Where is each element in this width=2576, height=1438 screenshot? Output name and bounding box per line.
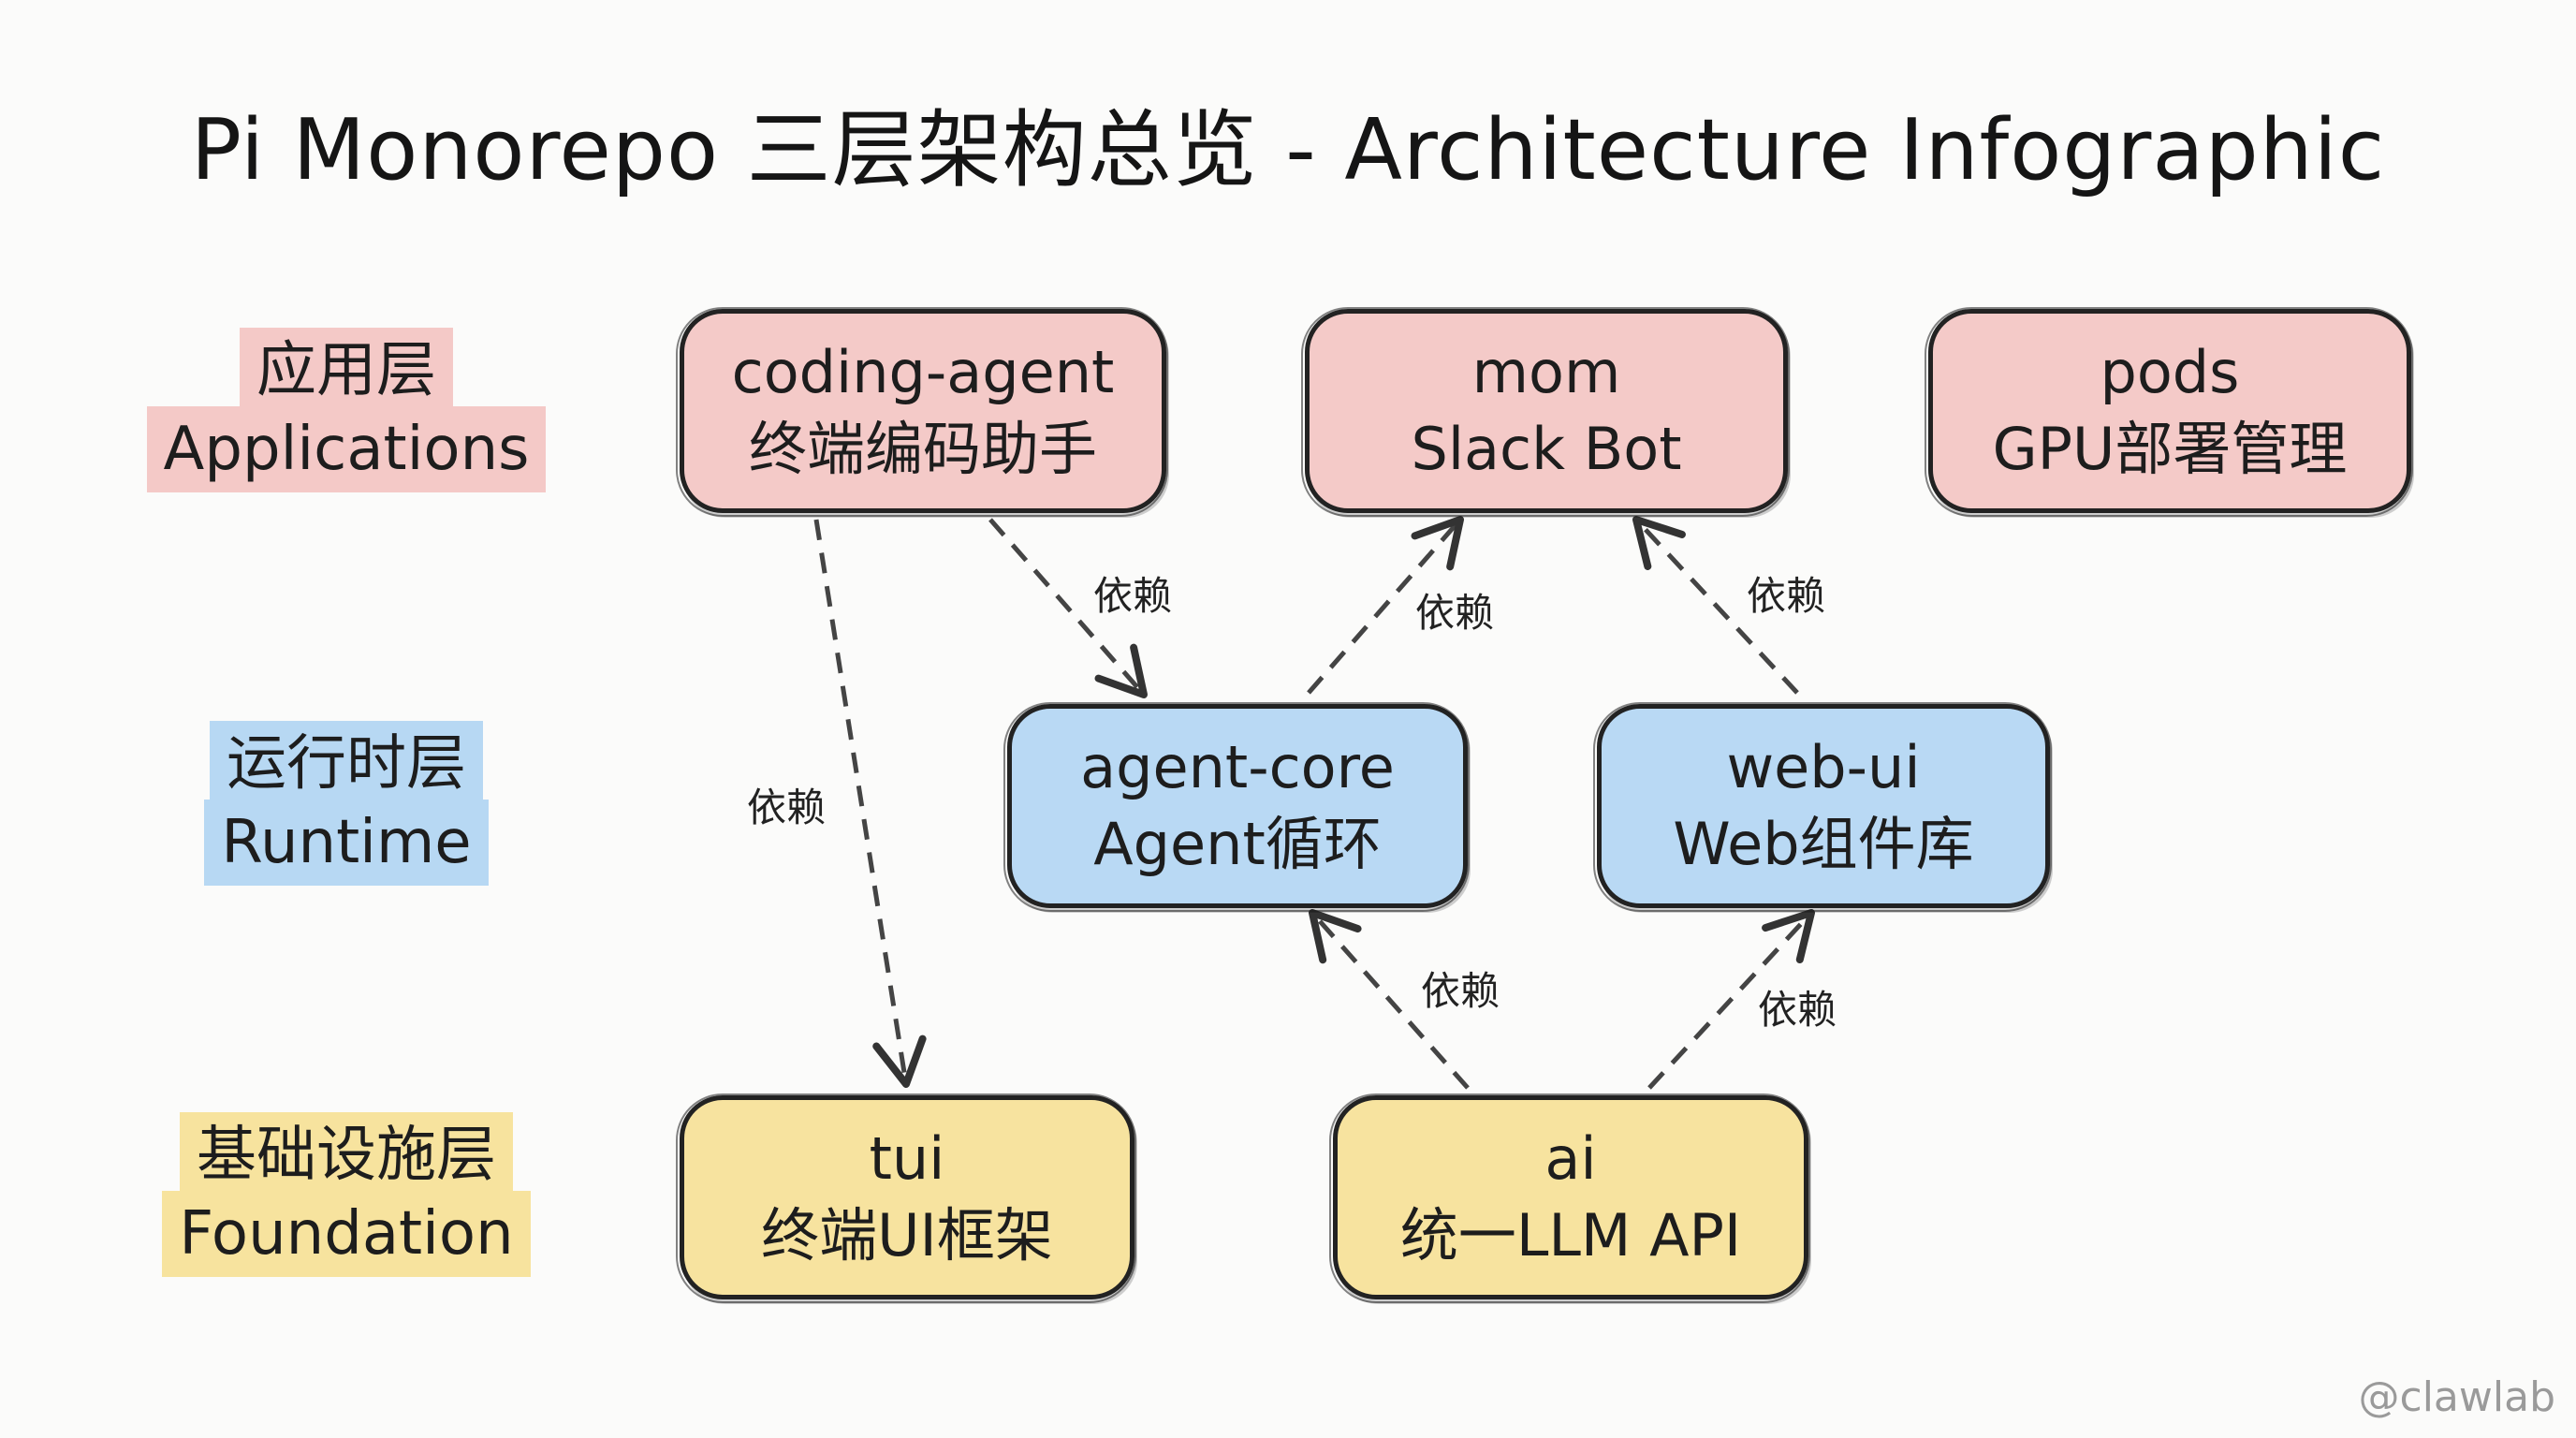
node-mom: mom Slack Bot [1301,307,1790,517]
layer-label-runtime: 运行时层 Runtime [122,721,571,886]
node-desc: GPU部署管理 [1992,415,2348,483]
node-name: tui [869,1124,945,1193]
layer-label-applications: 应用层 Applications [122,328,571,492]
edge-label: 依赖 [1412,590,1499,637]
node-agent-core: agent-core Agent循环 [1003,702,1470,912]
node-desc: Web组件库 [1673,810,1974,878]
layer-label-en: Foundation [162,1191,531,1277]
layer-label-en: Runtime [204,800,489,886]
node-web-ui: web-ui Web组件库 [1593,702,2052,912]
node-name: coding-agent [731,338,1115,406]
edge-coding-agent-to-tui [813,519,927,1088]
node-desc: 终端UI框架 [761,1201,1053,1269]
node-desc: Agent循环 [1093,810,1382,878]
edge-label: 依赖 [1090,573,1177,620]
edge-label: 依赖 [743,785,830,831]
node-name: web-ui [1726,733,1921,801]
layer-label-zh: 应用层 [240,328,453,414]
node-name: mom [1471,338,1621,406]
layer-label-zh: 基础设施层 [180,1112,513,1198]
edge-label: 依赖 [1754,987,1841,1034]
node-coding-agent: coding-agent 终端编码助手 [676,307,1168,517]
node-pods: pods GPU部署管理 [1925,307,2413,517]
node-desc: 终端编码助手 [748,415,1097,483]
node-name: ai [1544,1124,1597,1193]
edge-label: 依赖 [1743,573,1830,620]
layer-label-zh: 运行时层 [210,721,483,807]
node-desc: Slack Bot [1411,415,1682,483]
layer-label-en: Applications [146,406,547,492]
node-name: pods [2100,338,2240,406]
node-name: agent-core [1080,733,1395,801]
page-title: Pi Monorepo 三层架构总览 - Architecture Infogr… [190,101,2386,199]
edge-label: 依赖 [1417,968,1504,1015]
node-ai: ai 统一LLM API [1329,1093,1810,1303]
layer-label-foundation: 基础设施层 Foundation [122,1112,571,1277]
node-desc: 统一LLM API [1399,1201,1742,1269]
node-tui: tui 终端UI框架 [676,1093,1136,1303]
watermark: @clawlab [2358,1373,2555,1421]
